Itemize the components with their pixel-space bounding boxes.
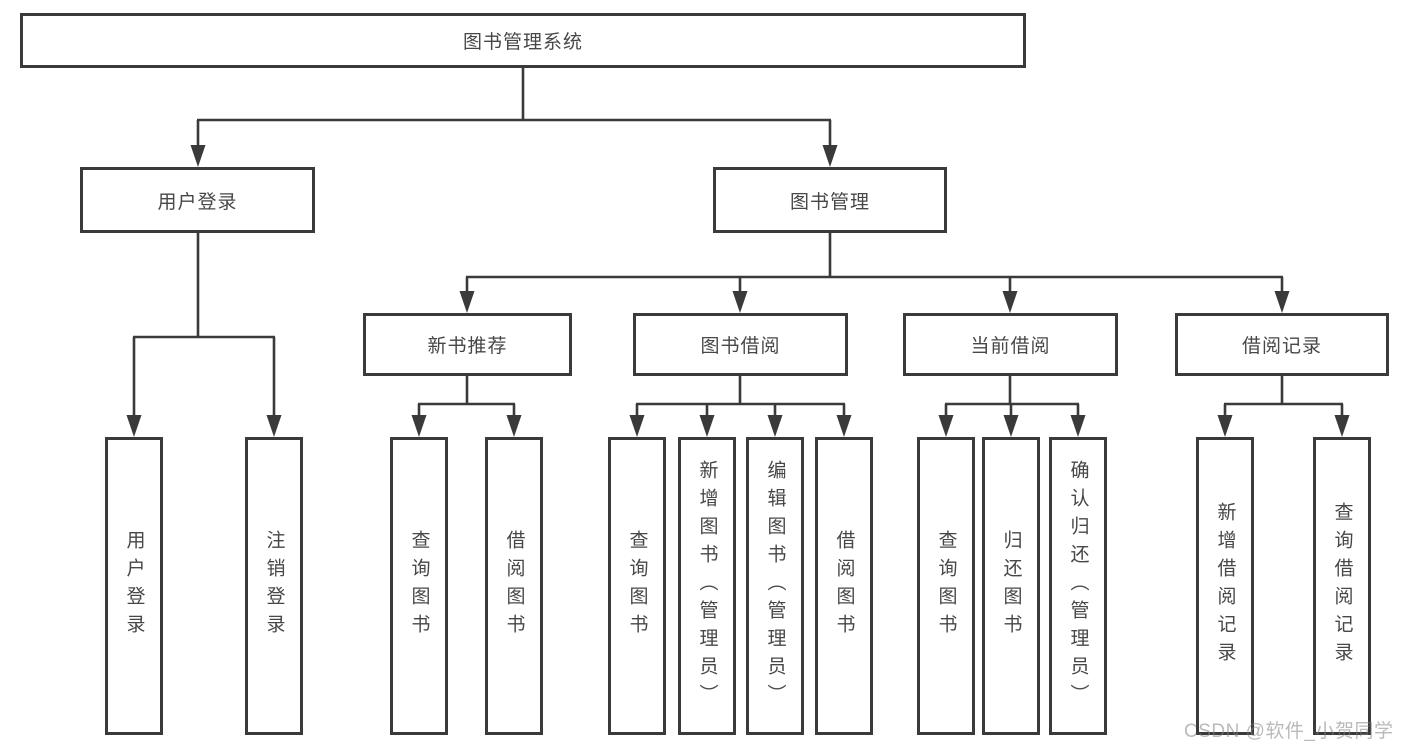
node-label: 当前借阅: [970, 336, 1051, 357]
node-label: 查询图书: [935, 530, 957, 642]
leaf-return-books: 归还图书: [982, 437, 1040, 735]
node-label: 注销登录: [263, 530, 285, 642]
node-current-borrowing: 当前借阅: [903, 313, 1118, 376]
leaf-confirm-return-admin: 确认归还（管理员）: [1049, 437, 1107, 735]
leaf-add-borrow-record: 新增借阅记录: [1196, 437, 1254, 735]
leaf-add-book-admin: 新增图书（管理员）: [678, 437, 736, 735]
node-label: 图书借阅: [700, 336, 781, 357]
node-label: 图书管理系统: [462, 32, 583, 53]
leaf-logout: 注销登录: [245, 437, 303, 735]
node-borrowing-records: 借阅记录: [1175, 313, 1389, 376]
node-new-book-recommendation: 新书推荐: [363, 313, 572, 376]
leaf-edit-book-admin: 编辑图书（管理员）: [746, 437, 804, 735]
leaf-query-books-borrowing: 查询图书: [608, 437, 666, 735]
node-book-borrowing: 图书借阅: [633, 313, 848, 376]
node-label: 借阅图书: [833, 530, 855, 642]
node-label: 归还图书: [1000, 530, 1022, 642]
node-library-management-system: 图书管理系统: [20, 13, 1026, 68]
node-label: 查询图书: [626, 530, 648, 642]
node-label: 查询借阅记录: [1331, 502, 1353, 670]
node-book-management: 图书管理: [713, 167, 947, 233]
node-label: 用户登录: [157, 191, 238, 213]
leaf-query-borrow-record: 查询借阅记录: [1313, 437, 1371, 735]
node-label: 用户登录: [123, 530, 145, 642]
leaf-query-books-current: 查询图书: [917, 437, 975, 735]
node-label: 编辑图书（管理员）: [764, 460, 786, 712]
leaf-borrow-books-recommend: 借阅图书: [485, 437, 543, 735]
node-label: 借阅图书: [503, 530, 525, 642]
node-label: 查询图书: [408, 530, 430, 642]
node-user-login: 用户登录: [80, 167, 315, 233]
node-label: 新增借阅记录: [1214, 502, 1236, 670]
leaf-user-login: 用户登录: [105, 437, 163, 735]
node-label: 借阅记录: [1241, 336, 1322, 357]
node-label: 新增图书（管理员）: [696, 460, 718, 712]
node-label: 图书管理: [789, 191, 870, 213]
node-label: 新书推荐: [427, 336, 508, 357]
leaf-borrow-books-borrowing: 借阅图书: [815, 437, 873, 735]
leaf-query-books-recommend: 查询图书: [390, 437, 448, 735]
csdn-watermark: CSDN @软件_小贺同学: [1184, 721, 1394, 742]
node-label: 确认归还（管理员）: [1067, 460, 1089, 712]
